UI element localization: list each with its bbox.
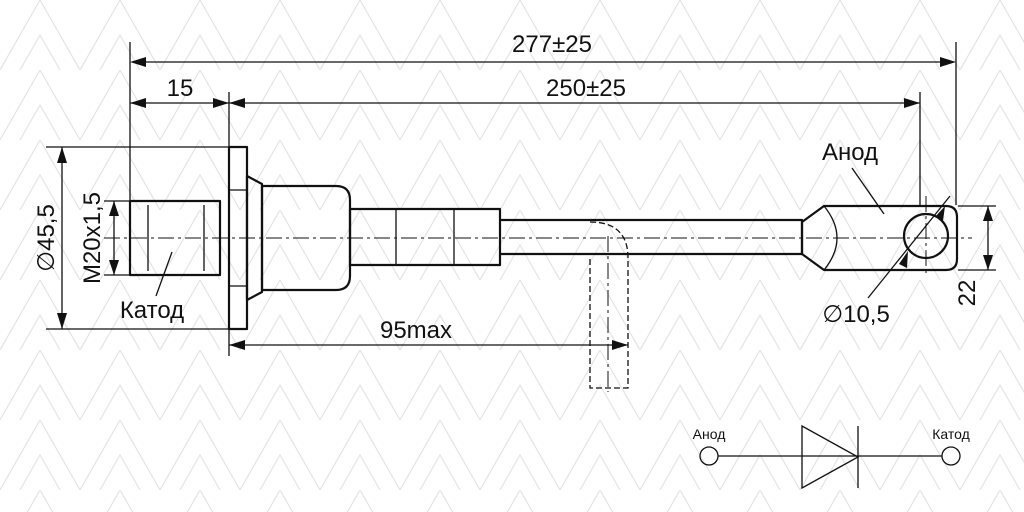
label-cathode: Катод <box>120 297 184 324</box>
dim-lead-length: 250±25 <box>546 75 626 102</box>
dim-lug-width: 22 <box>954 280 981 307</box>
housing <box>260 184 352 292</box>
diode-schematic: Анод Катод <box>693 424 970 490</box>
dim-thread: M20x1,5 <box>79 192 106 284</box>
cathode-leader <box>155 251 173 297</box>
dim-overall-length: 277±25 <box>512 31 592 58</box>
diode-triangle-icon <box>801 424 860 490</box>
dim-thread-length: 15 <box>167 75 194 102</box>
schematic-label-anode: Анод <box>693 426 726 442</box>
schematic-label-cathode: Катод <box>932 426 970 442</box>
dim-bend-length: 95max <box>380 317 452 344</box>
anode-leader <box>851 167 885 215</box>
label-anode: Анод <box>822 139 878 166</box>
shoulder <box>245 174 264 302</box>
dim-flange-diameter: ∅45,5 <box>33 204 60 272</box>
dimension-lines <box>46 42 996 356</box>
dim-hole-diameter: ∅10,5 <box>822 301 890 328</box>
stem <box>348 207 502 267</box>
anode-lug <box>800 204 959 272</box>
